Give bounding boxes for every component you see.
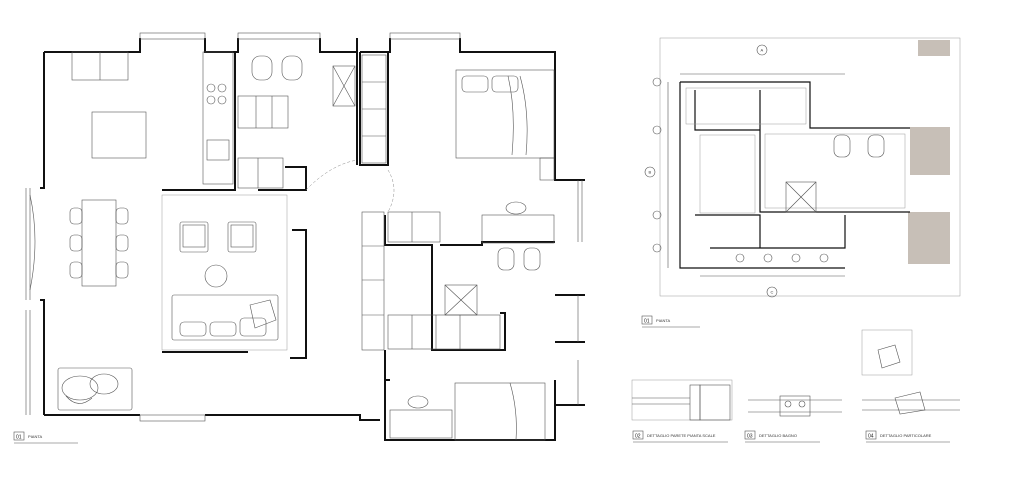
- svg-text:A: A: [761, 48, 764, 53]
- window-bottom-1: [139, 414, 206, 422]
- grid-bubble: [652, 77, 662, 87]
- door-swing-2: [387, 169, 395, 213]
- drawing-caption: PIANTA: [28, 434, 42, 439]
- window-top-3: [389, 32, 461, 40]
- svg-text:PIANTA: PIANTA: [656, 318, 670, 323]
- svg-text:DETTAGLIO BAGNO: DETTAGLIO BAGNO: [759, 433, 797, 438]
- drawing-label-technical: 01 PIANTA: [641, 315, 700, 328]
- tech-wc-2: [867, 134, 885, 158]
- living-area: [161, 194, 288, 351]
- dining-table: [69, 199, 129, 287]
- detail-03: 03 DETTAGLIO BAGNO: [744, 395, 842, 443]
- grid-bubble: [735, 253, 745, 263]
- tech-wc-1: [833, 134, 851, 158]
- section-marker-a[interactable]: A: [756, 44, 768, 56]
- drawing-label-main: 01 PIANTA: [13, 431, 78, 444]
- svg-text:03: 03: [747, 434, 753, 440]
- window-top-2: [237, 32, 321, 40]
- bathroom-2: [387, 201, 555, 350]
- grid-bubble: [819, 253, 829, 263]
- hatch-panel-3: [908, 212, 950, 264]
- door-swing-1: [305, 159, 358, 191]
- section-marker-b[interactable]: B: [644, 166, 656, 178]
- single-bed: [389, 382, 546, 441]
- svg-text:DETTAGLIO PARTICOLARE: DETTAGLIO PARTICOLARE: [880, 433, 932, 438]
- wardrobe-column: [361, 54, 387, 351]
- detail-02: 02 DETTAGLIO PARETE PIANTA SCALE: [631, 379, 733, 443]
- kitchen-island: [91, 111, 147, 159]
- svg-text:C: C: [771, 290, 774, 295]
- hatch-panel-1: [918, 40, 950, 56]
- kitchen-counter: [71, 51, 234, 185]
- svg-text:DETTAGLIO PARETE PIANTA SCALE: DETTAGLIO PARETE PIANTA SCALE: [647, 433, 716, 438]
- detail-04: 04 DETTAGLIO PARTICOLARE: [861, 329, 960, 443]
- grid-bubble: [791, 253, 801, 263]
- drawing-number: 01: [16, 435, 22, 441]
- svg-text:B: B: [649, 170, 652, 175]
- technical-floor-plan: A B C: [644, 37, 961, 298]
- section-marker-c[interactable]: C: [766, 286, 778, 298]
- lounge-chair: [57, 367, 133, 411]
- grid-bubble: [652, 125, 662, 135]
- window-left: [25, 188, 36, 415]
- double-bed: [455, 69, 555, 181]
- hatch-panel-2: [910, 127, 950, 175]
- svg-text:01: 01: [644, 319, 650, 325]
- grid-bubble: [763, 253, 773, 263]
- main-floor-plan: [25, 32, 585, 441]
- grid-bubble: [652, 243, 662, 253]
- grid-bubble: [652, 210, 662, 220]
- svg-text:04: 04: [868, 434, 874, 440]
- tech-shower: [785, 181, 817, 213]
- bathroom-1: [237, 55, 356, 189]
- window-top-1: [139, 32, 206, 40]
- svg-text:02: 02: [635, 434, 641, 440]
